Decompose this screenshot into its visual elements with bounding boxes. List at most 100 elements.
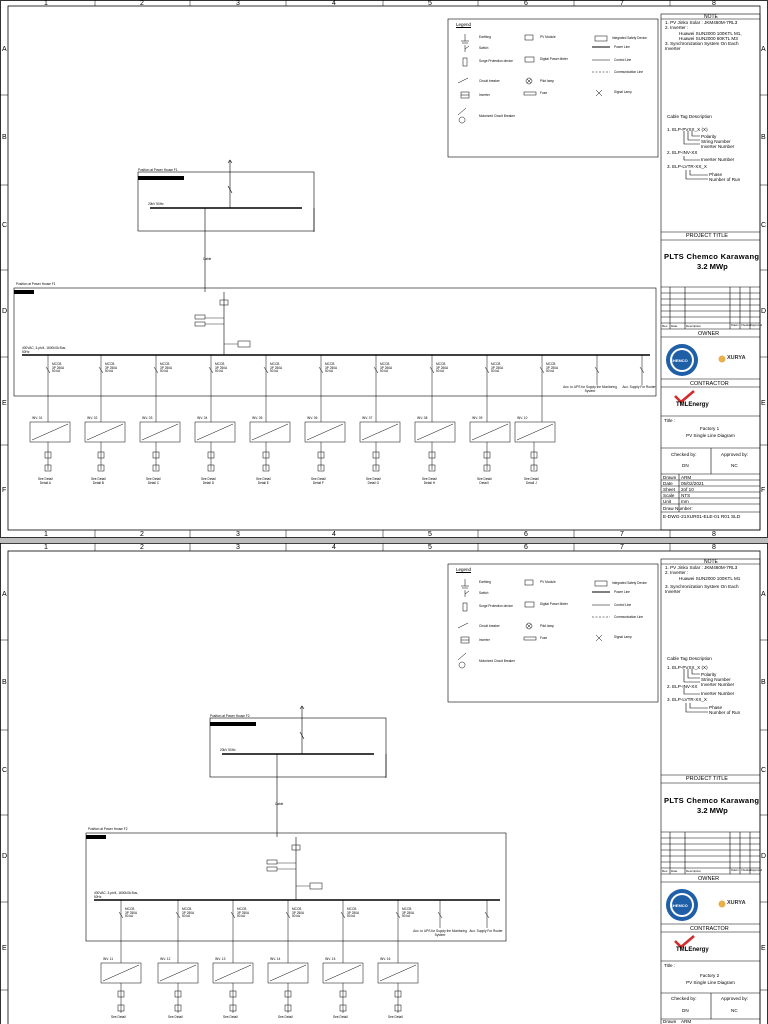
detail-ref: See Detail xyxy=(278,1015,293,1019)
xurya-logo: XURYA xyxy=(727,900,746,906)
inverter-label: INV. 05 xyxy=(252,416,263,420)
scale-label: Scale xyxy=(663,493,675,498)
unit-value: mm xyxy=(681,499,689,504)
legend-item: PV Module xyxy=(540,35,556,39)
legend-item: Inverter xyxy=(479,93,490,97)
inverter-label: INV. 01 xyxy=(32,416,43,420)
legend-item: Inverter xyxy=(479,638,490,642)
aux-label: Aux. to UPS for Supply the Monitoring Sy… xyxy=(413,929,467,937)
approved-by-label: Approved by: xyxy=(721,452,749,457)
inverter-label: INV. 11 xyxy=(103,957,114,961)
sheet-value: 2of 10 xyxy=(681,487,694,492)
row-label: B xyxy=(761,134,766,141)
cable-tag-line: Polarity xyxy=(701,672,717,677)
row-label: C xyxy=(761,222,767,229)
row-label: B xyxy=(2,679,7,686)
inverter-label: INV. 15 xyxy=(325,957,336,961)
drawing-sheet-1: 1 2 3 4 5 6 7 8 1 2 3 4 5 6 7 8 A B C D … xyxy=(0,0,768,538)
drawing-title: Factory 1 xyxy=(700,426,720,431)
legend-item: Circuit breaker xyxy=(479,79,500,83)
cable-tag-title: Cable Tag Description xyxy=(667,114,712,119)
legend-item: Fuse xyxy=(540,91,548,95)
cable-tag-line: 2. ELP-INV-XX xyxy=(667,684,698,689)
cable-tag-line: 3. ELP-LVTR-XX_X xyxy=(667,164,707,169)
notes-title: NOTE xyxy=(704,14,718,20)
tml-logo-check xyxy=(674,935,695,949)
col-label: 2 xyxy=(140,531,144,538)
col-label: 8 xyxy=(712,544,716,551)
checked-by-label: Checked by: xyxy=(671,996,697,1001)
legend-item: Pilot lamp xyxy=(540,624,554,628)
rev-col: Drawn xyxy=(731,869,739,872)
row-label: A xyxy=(761,46,766,53)
legend-item: Communication Line xyxy=(614,70,644,74)
cable-tag-line: Inverter Number xyxy=(701,682,735,687)
project-capacity: 3.2 MWp xyxy=(697,262,728,271)
tml-logo: TMLEnergy xyxy=(676,402,709,408)
contractor-header: CONTRACTOR xyxy=(690,381,729,387)
legend-title: Legend xyxy=(456,22,472,27)
rev-col: Description xyxy=(686,324,702,328)
col-label: 3 xyxy=(236,531,240,538)
cable-tag-line: 2. ELP-INV-XX xyxy=(667,150,698,155)
chemco-logo: CHEMCO xyxy=(670,358,688,363)
drawing-title: Factory 2 xyxy=(700,973,720,978)
cable-tag-title: Cable Tag Description xyxy=(667,656,712,661)
inverter-label: INV. 12 xyxy=(160,957,171,961)
row-label: D xyxy=(2,853,8,860)
col-label: 8 xyxy=(712,531,716,538)
cable-tag-line: Number of Run xyxy=(709,177,741,182)
project-title-header: PROJECT TITLE xyxy=(686,776,728,782)
col-label: 5 xyxy=(428,0,432,7)
legend-item: Switch xyxy=(479,591,489,595)
detail-ref: See Detail xyxy=(111,1015,126,1019)
row-label: E xyxy=(2,400,7,407)
top-bus-label: 20kV 50Hz xyxy=(220,748,236,752)
col-label: 7 xyxy=(620,0,624,7)
row-label: C xyxy=(761,767,767,774)
cable-tag-line: Phase xyxy=(709,705,723,710)
cable-tag-line: 1. ELP-PVXX_X (X) xyxy=(667,665,708,670)
detail-ref: See Detail xyxy=(388,1015,403,1019)
dwg-number-label: Draw Number: xyxy=(663,506,693,511)
unit-label: Unit xyxy=(663,499,672,504)
row-label: C xyxy=(2,767,8,774)
inverter-label: INV. 08 xyxy=(417,416,428,420)
col-label: 1 xyxy=(44,544,48,551)
title-label: Title : xyxy=(664,963,676,968)
inverter-label: INV. 10 xyxy=(517,416,528,420)
col-label: 6 xyxy=(524,544,528,551)
row-label: F xyxy=(2,487,7,494)
notes-body: 1. PV Jinko Solar : JKM460M-7RL3 2. Inve… xyxy=(665,20,742,52)
row-label: E xyxy=(761,400,766,407)
row-label: A xyxy=(2,46,7,53)
xurya-logo: XURYA xyxy=(727,355,746,361)
checked-by-label: Checked by: xyxy=(671,452,697,457)
legend-item: Earthing xyxy=(479,580,491,584)
aux-label: Aux. Supply For Router xyxy=(469,929,503,933)
legend-item: Power Line xyxy=(614,45,630,49)
drawing-subtitle: PV Single Line Diagram xyxy=(686,433,735,438)
inverter-label: INV. 04 xyxy=(197,416,208,420)
legend-item: Motorized Circuit Breaker xyxy=(479,659,515,663)
approved-by-value: NC xyxy=(731,463,738,468)
sheet-separator xyxy=(0,538,768,543)
approved-by-label: Approved by: xyxy=(721,996,749,1001)
cable-tag-line: String Number xyxy=(701,677,731,682)
col-label: 3 xyxy=(236,544,240,551)
col-label: 7 xyxy=(620,544,624,551)
notes-title: NOTE xyxy=(704,559,718,565)
row-label: A xyxy=(2,591,7,598)
row-label: D xyxy=(761,308,767,315)
drawn-label: Drawn xyxy=(663,475,677,480)
drawing-sheet-2: 1 2 3 4 5 6 7 8 A B C D E A B C D E Lege… xyxy=(0,543,768,1024)
